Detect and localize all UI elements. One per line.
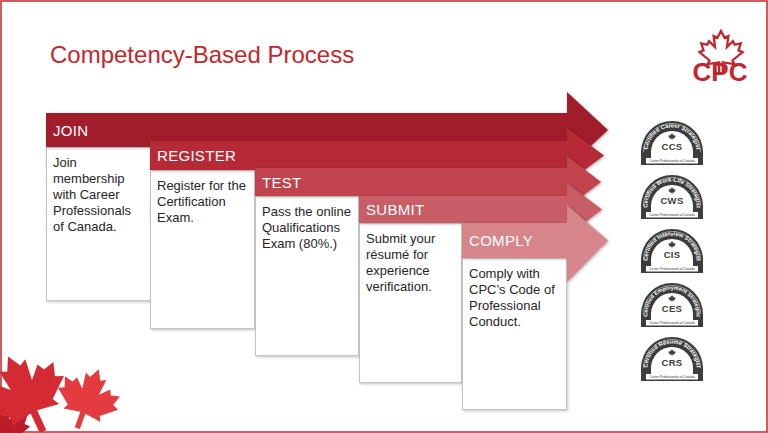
badge-abbreviation: CCS: [638, 141, 706, 152]
certification-badge: Certified Résumé StrategistCRSCareer Pro…: [638, 337, 706, 381]
badge-abbreviation: CWS: [638, 195, 706, 206]
step-body-box: [256, 196, 359, 356]
step-heading: SUBMIT: [366, 196, 564, 223]
badge-organization: Career Professionals of Canada: [638, 213, 706, 218]
step-heading: COMPLY: [469, 223, 564, 258]
certification-badge: Certified Career StrategistCCSCareer Pro…: [638, 121, 706, 165]
badge-organization: Career Professionals of Canada: [638, 267, 706, 272]
badge-abbreviation: CES: [638, 303, 706, 314]
seal-leaf: [668, 133, 676, 140]
seal-leaf: [668, 349, 676, 356]
step-description: Register for the Certification Exam.: [150, 170, 255, 232]
badge-organization: Career Professionals of Canada: [638, 159, 706, 164]
badge-abbreviation: CIS: [638, 249, 706, 260]
step-description: Pass the online Qualifications Exam (80%…: [255, 196, 359, 258]
certification-badge: Certified Employment StrategistCESCareer…: [638, 283, 706, 327]
seal-leaf: [668, 187, 676, 194]
diagram-title: Competency-Based Process: [50, 41, 354, 69]
step-heading: REGISTER: [157, 141, 564, 170]
maple-leaf-decoration: [47, 358, 128, 433]
step-description: Join membership with Career Professional…: [46, 147, 151, 241]
step-body-box: [47, 147, 151, 301]
step-body-box: [360, 223, 462, 383]
badge-organization: Career Professionals of Canada: [638, 375, 706, 380]
certification-badge: Certified Interview StrategistCISCareer …: [638, 229, 706, 273]
step-description: Submit your résumé for experience verifi…: [359, 223, 462, 301]
badge-abbreviation: CRS: [638, 357, 706, 368]
step-body-box: [151, 170, 255, 329]
badge-organization: Career Professionals of Canada: [638, 321, 706, 326]
process-step: COMPLYComply with CPC’s Code of Professi…: [462, 205, 608, 410]
seal-leaf: [668, 241, 676, 248]
certification-badge: Certified Work-Life StrategistCWSCareer …: [638, 175, 706, 219]
step-heading: TEST: [262, 168, 564, 196]
step-body-box: [463, 258, 567, 410]
step-description: Comply with CPC’s Code of Professional C…: [462, 258, 567, 336]
seal-leaf: [668, 295, 676, 302]
logo-text: CPC: [690, 57, 750, 87]
